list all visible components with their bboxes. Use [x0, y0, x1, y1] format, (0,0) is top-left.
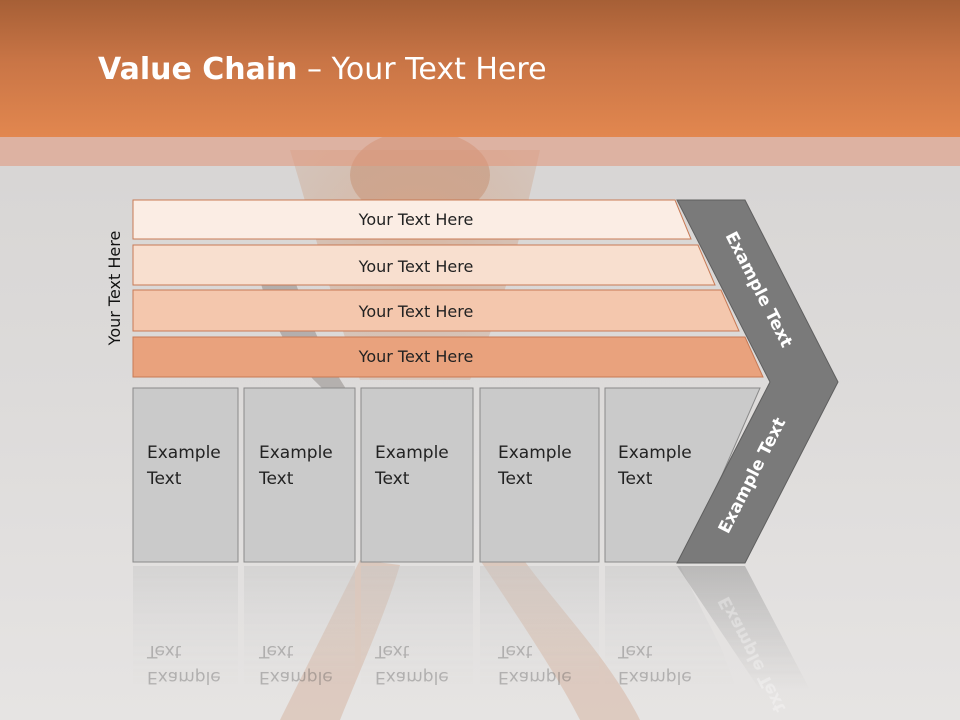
box-2-line1: Example: [259, 443, 333, 463]
box-5-line2: Text: [617, 469, 653, 489]
row-1: Your Text Here: [132, 199, 692, 240]
row-3-label: Your Text Here: [358, 302, 474, 321]
row-1-label: Your Text Here: [358, 210, 474, 229]
box-1-line2: Text: [146, 469, 182, 489]
reflection-box-4: [480, 566, 599, 686]
reflection-text-4b: Text: [497, 641, 533, 661]
reflection-chevron: [677, 566, 810, 690]
header-bar: [0, 0, 960, 137]
reflection-text-3b: Text: [374, 641, 410, 661]
row-3: Your Text Here: [132, 289, 740, 332]
box-3-line2: Text: [374, 469, 410, 489]
reflection-box-2: [244, 566, 355, 686]
reflection-text-3a: Example: [375, 667, 449, 687]
box-3-line1: Example: [375, 443, 449, 463]
box-1: Example Text: [132, 387, 239, 563]
box-4-shape: [479, 387, 600, 563]
reflection-text-5a: Example: [618, 667, 692, 687]
box-2: Example Text: [243, 387, 356, 563]
reflection-box-5: [605, 566, 735, 686]
reflection-text-2a: Example: [259, 667, 333, 687]
reflection-text-1a: Example: [147, 667, 221, 687]
row-2-label: Your Text Here: [358, 257, 474, 276]
row-4-label: Your Text Here: [358, 347, 474, 366]
reflection-text-2b: Text: [258, 641, 294, 661]
box-4-line2: Text: [497, 469, 533, 489]
box-4-line1: Example: [498, 443, 572, 463]
box-4: Example Text: [479, 387, 600, 563]
page-title: Value Chain – Your Text Here: [98, 52, 547, 87]
box-1-line1: Example: [147, 443, 221, 463]
box-2-line2: Text: [258, 469, 294, 489]
reflection: Example Text Example Text Example Text E…: [133, 566, 810, 715]
row-4-shape: [132, 336, 764, 378]
reflection-box-3: [361, 566, 473, 686]
title-rest: – Your Text Here: [297, 52, 547, 87]
box-1-shape: [132, 387, 239, 563]
row-3-shape: [132, 289, 740, 332]
reflection-text-5b: Text: [617, 641, 653, 661]
reflection-text-4a: Example: [498, 667, 572, 687]
box-2-shape: [243, 387, 356, 563]
row-4: Your Text Here: [132, 336, 764, 378]
box-3-shape: [360, 387, 474, 563]
header-band: [0, 137, 960, 166]
box-5-line1: Example: [618, 443, 692, 463]
reflection-text-1b: Text: [146, 641, 182, 661]
chevron-shape: [676, 199, 839, 564]
row-1-shape: [132, 199, 692, 240]
reflection-box-1: [133, 566, 238, 686]
box-3: Example Text: [360, 387, 474, 563]
title-bold: Value Chain: [98, 52, 298, 87]
row-2-shape: [132, 244, 716, 286]
row-2: Your Text Here: [132, 244, 716, 286]
